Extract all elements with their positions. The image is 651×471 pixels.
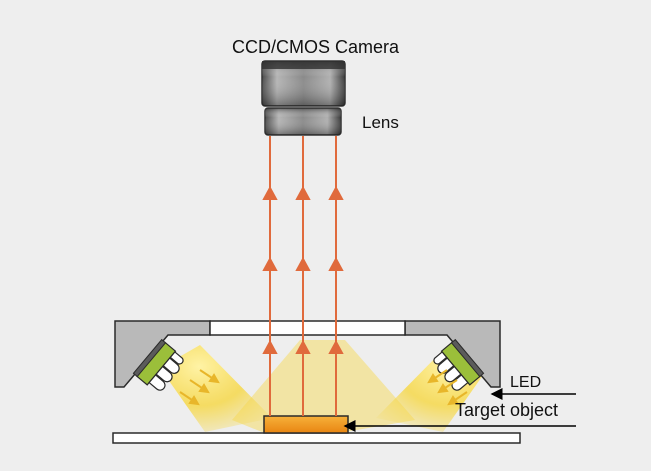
led-label: LED [510, 374, 542, 391]
lens [264, 107, 342, 136]
target-object [263, 415, 349, 434]
camera-label: CCD/CMOS Camera [232, 37, 400, 57]
led-array-right [433, 338, 485, 391]
base-plate [112, 432, 521, 444]
lens-label: Lens [362, 113, 399, 132]
led-array-left [132, 338, 184, 391]
target-object-label: Target object [455, 400, 559, 420]
reflected-rays [262, 136, 344, 416]
camera-body [261, 60, 346, 107]
light-housing [114, 320, 501, 388]
illumination-arrows [179, 369, 468, 406]
